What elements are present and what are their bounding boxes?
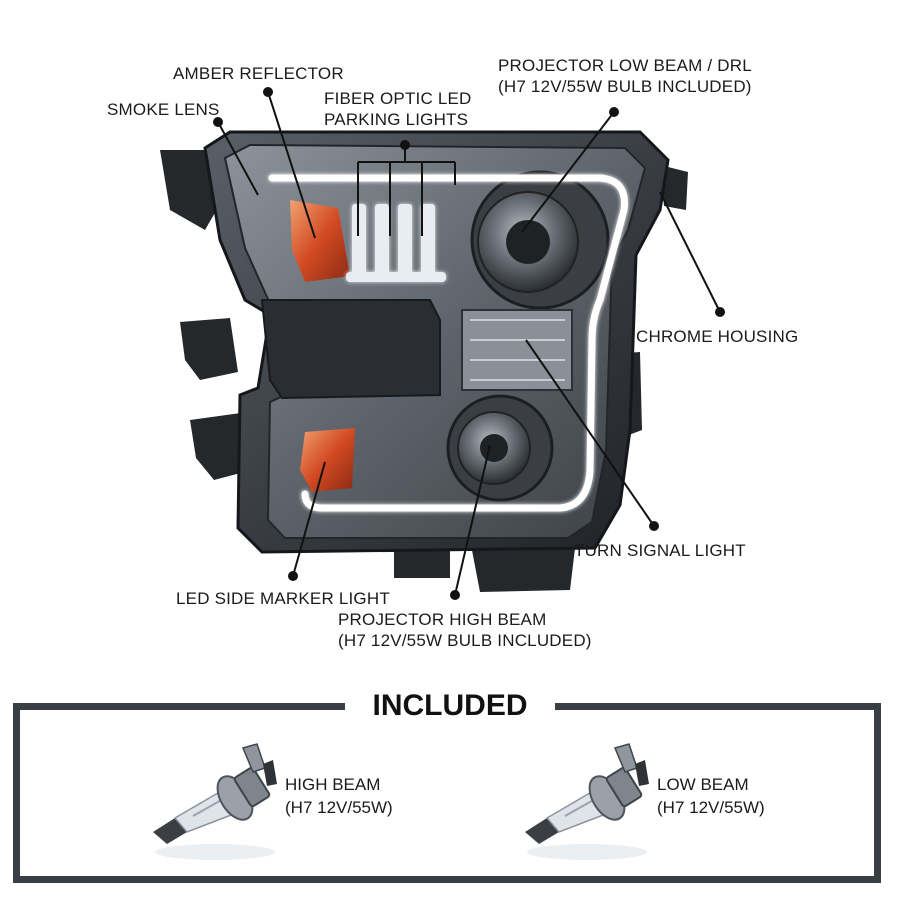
label-fiber-optic-line2: PARKING LIGHTS bbox=[324, 110, 469, 129]
headlight-diagram bbox=[160, 87, 725, 600]
label-fiber-optic-line1: FIBER OPTIC LED bbox=[324, 89, 472, 108]
label-projector-low-line2: (H7 12V/55W BULB INCLUDED) bbox=[498, 77, 752, 96]
high-beam-projector bbox=[446, 394, 554, 502]
amber-reflector-shape bbox=[290, 200, 350, 282]
label-projector-high-beam: PROJECTOR HIGH BEAM (H7 12V/55W BULB INC… bbox=[338, 609, 592, 651]
bulb-low-name: LOW BEAM bbox=[657, 775, 749, 794]
callout-dots bbox=[213, 87, 725, 600]
label-projector-high-line2: (H7 12V/55W BULB INCLUDED) bbox=[338, 631, 592, 650]
label-projector-low-line1: PROJECTOR LOW BEAM / DRL bbox=[498, 56, 752, 75]
inner-bezel bbox=[260, 299, 441, 400]
label-chrome-housing: CHROME HOUSING bbox=[636, 327, 799, 346]
parking-light-bars bbox=[346, 204, 446, 282]
low-beam-projector bbox=[470, 170, 610, 310]
h7-bulb-icon bbox=[525, 743, 649, 860]
label-fiber-optic: FIBER OPTIC LED PARKING LIGHTS bbox=[324, 88, 472, 130]
drl-light-bar bbox=[268, 174, 628, 512]
label-amber-reflector: AMBER REFLECTOR bbox=[173, 64, 344, 83]
h7-bulb-icon bbox=[153, 743, 277, 860]
bulb-high-name: HIGH BEAM bbox=[285, 775, 381, 794]
label-smoke-lens: SMOKE LENS bbox=[107, 100, 220, 119]
bulb-high-spec: (H7 12V/55W) bbox=[285, 798, 393, 817]
label-led-side-marker: LED SIDE MARKER LIGHT bbox=[176, 589, 390, 608]
led-side-marker-shape bbox=[300, 428, 355, 492]
callout-leaders bbox=[217, 91, 721, 596]
turn-signal-reflector bbox=[461, 309, 573, 391]
included-title: INCLUDED bbox=[345, 687, 555, 725]
label-turn-signal: TURN SIGNAL LIGHT bbox=[574, 541, 746, 560]
bulb-label-low-beam: LOW BEAM (H7 12V/55W) bbox=[657, 773, 765, 819]
bulb-label-high-beam: HIGH BEAM (H7 12V/55W) bbox=[285, 773, 393, 819]
label-projector-high-line1: PROJECTOR HIGH BEAM bbox=[338, 610, 547, 629]
label-projector-low-beam: PROJECTOR LOW BEAM / DRL (H7 12V/55W BUL… bbox=[498, 55, 752, 97]
bulb-low-spec: (H7 12V/55W) bbox=[657, 798, 765, 817]
